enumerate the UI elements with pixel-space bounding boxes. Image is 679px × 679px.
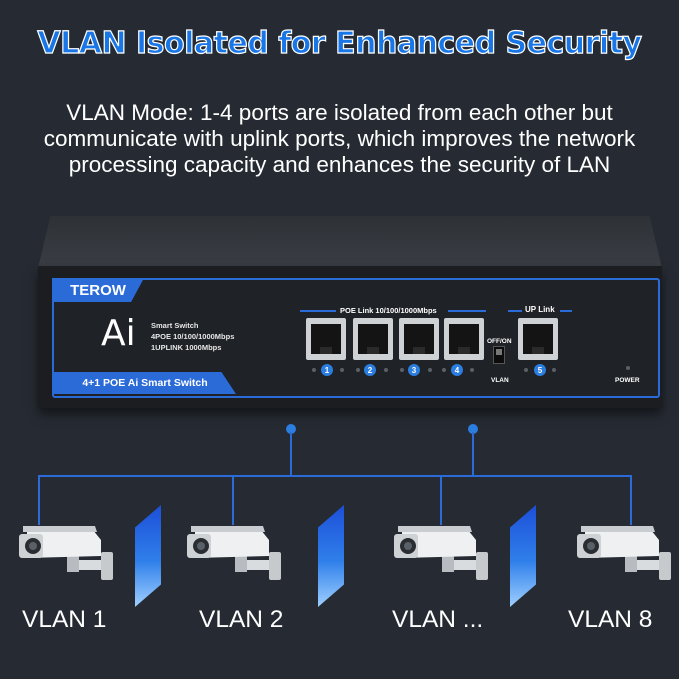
- port-number-badge: 1: [321, 364, 333, 376]
- port-led: [428, 368, 432, 372]
- port-led: [400, 368, 404, 372]
- description-line: VLAN Mode: 1-4 ports are isolated from e…: [66, 100, 613, 125]
- vlan-label-1: VLAN 1: [22, 606, 107, 633]
- network-node: [468, 424, 478, 434]
- vlan-label-3: VLAN ...: [392, 606, 484, 633]
- drop-line: [440, 475, 442, 525]
- switch-top-cover: [38, 216, 662, 268]
- port-number-badge: 5: [534, 364, 546, 376]
- drop-line: [232, 475, 234, 525]
- ethernet-port-2[interactable]: [353, 318, 393, 360]
- camera-icon: [394, 526, 488, 580]
- vlan-label-2: VLAN 2: [199, 606, 284, 633]
- description-line: communicate with uplink ports, which imp…: [43, 126, 636, 151]
- drop-line: [630, 475, 632, 525]
- port-led: [312, 368, 316, 372]
- port-led: [552, 368, 556, 372]
- bus-line: [38, 475, 632, 477]
- isolation-wall: [318, 505, 344, 607]
- ethernet-port-3[interactable]: [399, 318, 439, 360]
- link-line: [290, 432, 292, 476]
- port-led: [356, 368, 360, 372]
- camera-icon: [577, 526, 671, 580]
- power-label: POWER: [615, 377, 640, 384]
- network-node: [286, 424, 296, 434]
- brand-logo: TEROW: [52, 278, 144, 302]
- uplink-group-line: [560, 310, 572, 312]
- description: VLAN Mode: 1-4 ports are isolated from e…: [0, 100, 679, 178]
- port-number-badge: 3: [408, 364, 420, 376]
- vlan-switch-state-label: OFF/ON: [487, 338, 512, 345]
- model-band: 4+1 POE Ai Smart Switch: [54, 372, 236, 394]
- link-line: [472, 432, 474, 476]
- poe-group-label: POE Link 10/100/1000Mbps: [340, 306, 437, 315]
- port-led: [470, 368, 474, 372]
- isolation-wall: [510, 505, 536, 607]
- ai-logo: Ai: [101, 313, 136, 354]
- camera-icon: [19, 526, 113, 580]
- port-led: [524, 368, 528, 372]
- power-led: [626, 366, 630, 370]
- description-line: processing capacity and enhances the sec…: [68, 152, 611, 177]
- poe-group-line: [448, 310, 486, 312]
- drop-line: [38, 475, 40, 525]
- isolation-wall: [135, 505, 161, 607]
- vlan-label-8: VLAN 8: [568, 606, 653, 633]
- spec-line: 1UPLINK 1000Mbps: [151, 343, 222, 352]
- camera-icon: [187, 526, 281, 580]
- ethernet-port-4[interactable]: [444, 318, 484, 360]
- uplink-group-line: [508, 310, 522, 312]
- port-number-badge: 4: [451, 364, 463, 376]
- ethernet-port-1[interactable]: [306, 318, 346, 360]
- poe-group-line: [300, 310, 336, 312]
- port-led: [384, 368, 388, 372]
- spec-line: 4POE 10/100/1000Mbps: [151, 332, 235, 341]
- port-led: [442, 368, 446, 372]
- spec-line: Smart Switch: [151, 321, 199, 330]
- port-led: [340, 368, 344, 372]
- uplink-port-5[interactable]: [518, 318, 558, 360]
- port-number-badge: 2: [364, 364, 376, 376]
- vlan-label: VLAN: [491, 377, 509, 384]
- vlan-toggle-switch[interactable]: [493, 346, 505, 364]
- headline: VLAN Isolated for Enhanced Security: [37, 25, 643, 61]
- uplink-label: UP Link: [525, 305, 555, 314]
